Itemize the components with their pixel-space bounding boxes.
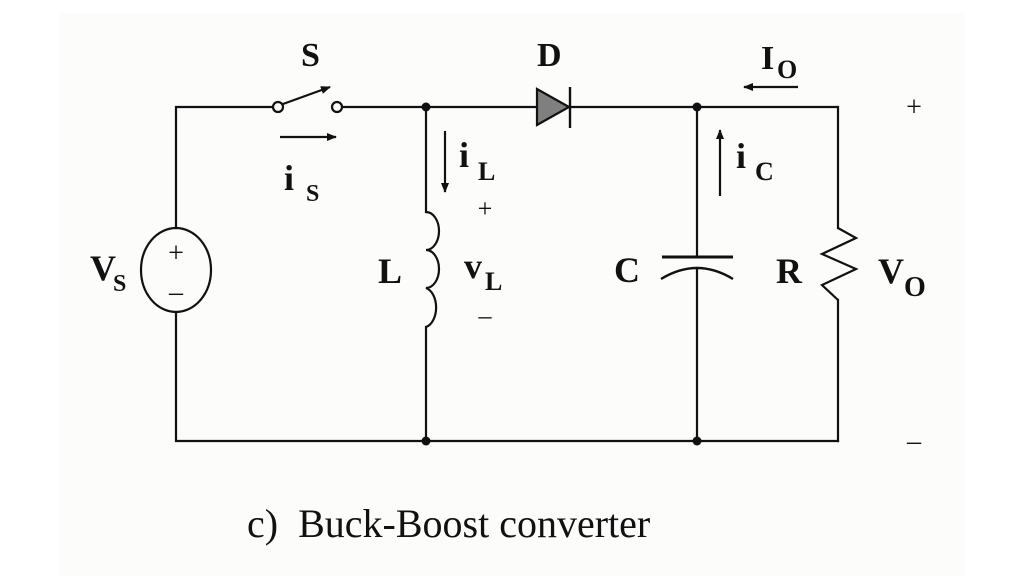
inductor-voltage-label: v bbox=[464, 246, 482, 286]
resistor-icon bbox=[819, 227, 859, 301]
output-voltage-minus: – bbox=[906, 426, 922, 457]
inductor-voltage-subscript: L bbox=[485, 267, 502, 296]
diode-label: D bbox=[537, 37, 562, 74]
junction-node bbox=[692, 102, 702, 112]
inductor-voltage-minus: – bbox=[478, 301, 493, 330]
wire-left-bottom bbox=[174, 310, 840, 443]
inductor-current-subscript: L bbox=[478, 157, 495, 186]
capacitor-icon bbox=[660, 255, 734, 281]
output-voltage-label: V bbox=[878, 251, 904, 291]
capacitor-label: C bbox=[614, 250, 640, 290]
source-label: V bbox=[90, 248, 116, 288]
output-current-label: I bbox=[761, 40, 774, 77]
inductor-label: L bbox=[378, 251, 402, 291]
output-current-subscript: O bbox=[777, 55, 797, 84]
capacitor-current-subscript: C bbox=[755, 157, 774, 186]
output-voltage-subscript: O bbox=[904, 272, 926, 303]
switch-icon bbox=[271, 85, 344, 114]
source-plus-sign: + bbox=[168, 238, 184, 269]
voltage-source-icon bbox=[139, 226, 213, 314]
wire-diode-to-output bbox=[568, 105, 840, 230]
wire-left-top bbox=[174, 105, 274, 230]
inductor-icon bbox=[425, 210, 441, 329]
junction-node bbox=[421, 102, 431, 112]
source-minus-sign: – bbox=[168, 277, 184, 308]
switch-current-subscript: S bbox=[306, 181, 319, 207]
source-label-subscript: S bbox=[113, 271, 126, 297]
diode-icon bbox=[535, 87, 572, 128]
junction-node bbox=[421, 436, 431, 446]
switch-current-label: i bbox=[284, 158, 294, 198]
capacitor-current-label: i bbox=[736, 136, 746, 176]
junction-node bbox=[692, 436, 702, 446]
inductor-voltage-plus: + bbox=[478, 194, 493, 223]
output-voltage-plus: + bbox=[906, 92, 922, 123]
diagram-caption: c) Buck-Boost converter bbox=[247, 501, 650, 546]
resistor-label: R bbox=[776, 251, 803, 291]
switch-label: S bbox=[301, 37, 320, 74]
inductor-current-label: i bbox=[459, 135, 469, 175]
